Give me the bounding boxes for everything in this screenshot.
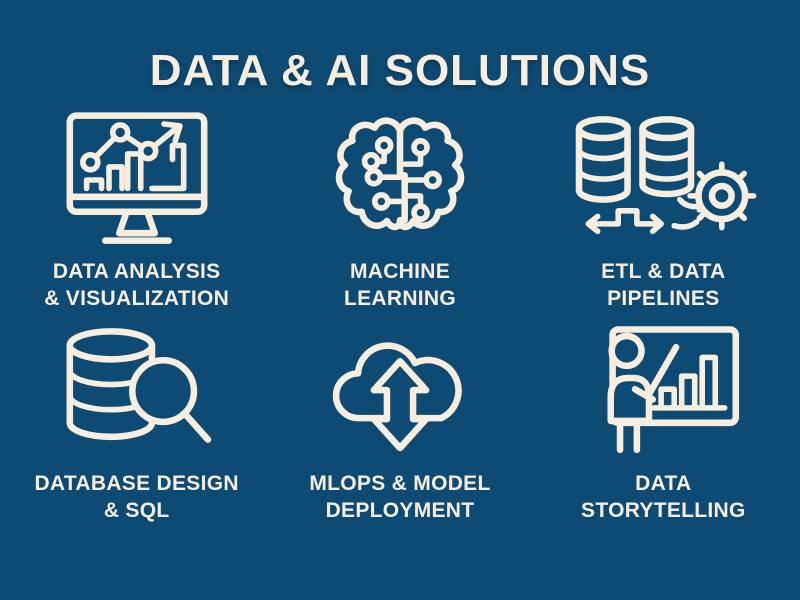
card-label: DATA ANALYSIS & VISUALIZATION bbox=[44, 260, 230, 311]
brain-circuit-icon bbox=[335, 117, 465, 231]
cloud-deploy-arrows-icon bbox=[332, 342, 462, 452]
databases-gear-icon bbox=[576, 116, 757, 235]
presenter-bar-chart-icon bbox=[607, 326, 740, 454]
card-label: ETL & DATA PIPELINES bbox=[601, 260, 726, 311]
card-label: MLOPS & MODEL DEPLOYMENT bbox=[309, 472, 491, 523]
card-label: DATA STORYTELLING bbox=[581, 472, 746, 523]
page-title: DATA & AI SOLUTIONS bbox=[149, 46, 651, 95]
card-label: DATABASE DESIGN & SQL bbox=[34, 472, 239, 523]
magnifier-icon bbox=[128, 357, 211, 443]
presenter-person bbox=[607, 332, 680, 454]
card-database-design-sql: DATABASE DESIGN & SQL bbox=[5, 322, 268, 534]
card-etl-data-pipelines: ETL & DATA PIPELINES bbox=[532, 110, 795, 322]
card-data-storytelling: DATA STORYTELLING bbox=[532, 322, 795, 534]
database-magnifier-icon bbox=[66, 328, 211, 443]
card-data-analysis-visualization: DATA ANALYSIS & VISUALIZATION bbox=[5, 110, 268, 322]
gear-icon bbox=[687, 161, 757, 231]
card-machine-learning: MACHINE LEARNING bbox=[268, 110, 531, 322]
monitor-chart-icon bbox=[66, 112, 208, 244]
card-mlops-model-deployment: MLOPS & MODEL DEPLOYMENT bbox=[268, 322, 531, 534]
solutions-grid: DATA ANALYSIS & VISUALIZATION bbox=[5, 110, 795, 534]
card-label: MACHINE LEARNING bbox=[343, 260, 457, 311]
